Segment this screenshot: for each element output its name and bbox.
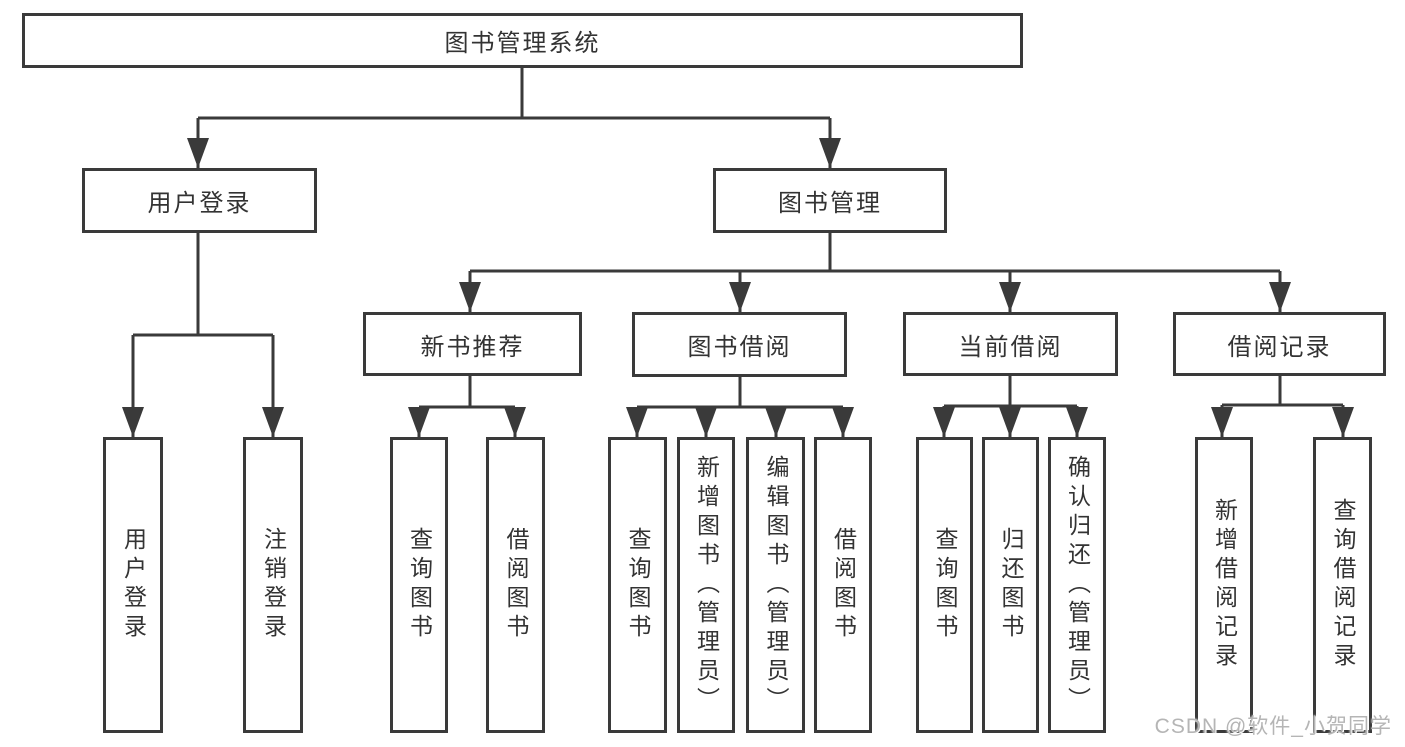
node-book-borrowing: 图书借阅 bbox=[632, 312, 847, 377]
connector-borrow-records-trunk bbox=[1222, 376, 1343, 407]
leaf-return-books: 归还图书 bbox=[982, 437, 1039, 733]
node-library-system: 图书管理系统 bbox=[22, 13, 1023, 68]
leaf-user-login: 用户登录 bbox=[103, 437, 163, 733]
leaf-edit-book-admin: 编辑图书（管理员） bbox=[746, 437, 805, 733]
node-current-borrowing: 当前借阅 bbox=[903, 312, 1118, 376]
leaf-query-books-current: 查询图书 bbox=[916, 437, 973, 733]
connector-new-books-trunk bbox=[419, 376, 515, 409]
leaf-query-books-recommend: 查询图书 bbox=[390, 437, 448, 733]
connector-current-borrow-trunk bbox=[944, 376, 1077, 408]
csdn-watermark: CSDN @软件_小贺同学 bbox=[1154, 715, 1392, 738]
connector-user-login-trunk bbox=[133, 233, 273, 337]
leaf-borrow-books: 借阅图书 bbox=[814, 437, 872, 733]
connector-book-mgmt-trunk bbox=[470, 233, 1280, 273]
connector-root-trunk bbox=[198, 68, 830, 120]
node-new-book-recommend: 新书推荐 bbox=[363, 312, 582, 376]
leaf-query-books-borrowing: 查询图书 bbox=[608, 437, 667, 733]
connector-book-borrow-trunk bbox=[637, 377, 843, 409]
leaf-query-borrow-record: 查询借阅记录 bbox=[1313, 437, 1372, 733]
leaf-borrow-books-recommend: 借阅图书 bbox=[486, 437, 545, 733]
node-borrowing-records: 借阅记录 bbox=[1173, 312, 1386, 376]
leaf-add-borrow-record: 新增借阅记录 bbox=[1195, 437, 1253, 733]
node-book-management: 图书管理 bbox=[713, 168, 947, 233]
node-user-login: 用户登录 bbox=[82, 168, 317, 233]
leaf-confirm-return-admin: 确认归还（管理员） bbox=[1048, 437, 1106, 733]
leaf-add-book-admin: 新增图书（管理员） bbox=[677, 437, 735, 733]
leaf-logout: 注销登录 bbox=[243, 437, 303, 733]
